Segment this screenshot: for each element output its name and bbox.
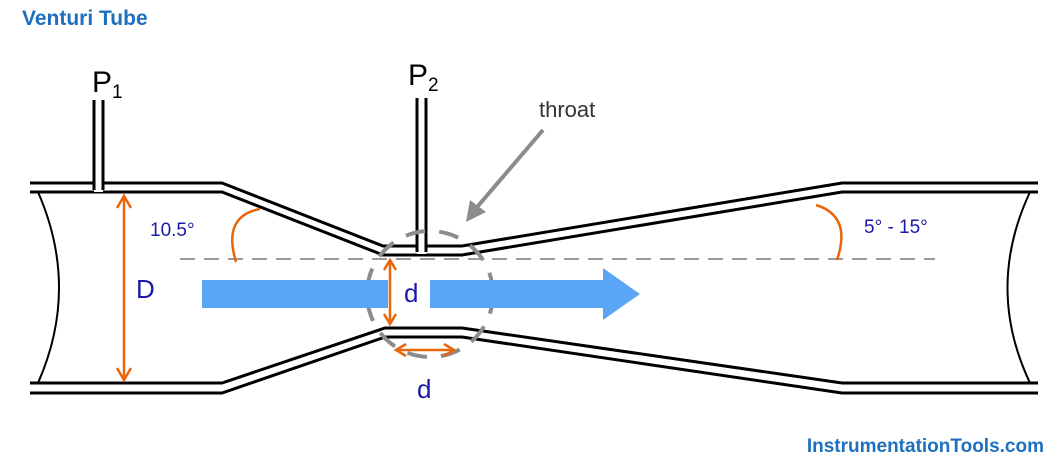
diagram-title: Venturi Tube	[22, 7, 148, 30]
outlet-angle-arc	[815, 203, 843, 261]
throat-pointer-arrow	[466, 128, 545, 222]
throat-diameter-dimension	[382, 257, 398, 327]
inlet-diameter-label: D	[136, 274, 155, 304]
pipe-bottom-wall	[30, 326, 1038, 395]
pressure-tap-p1	[92, 100, 105, 192]
inlet-angle-arc	[231, 207, 261, 263]
throat-diameter-label: d	[404, 278, 418, 308]
brand-watermark: InstrumentationTools.com	[806, 436, 1044, 457]
inlet-diameter-dimension	[115, 193, 133, 383]
pressure-tap-p2	[415, 98, 428, 254]
throat-label: throat	[539, 97, 595, 122]
flow-arrow	[202, 268, 640, 320]
inlet-opening	[37, 191, 60, 384]
inlet-angle-label: 10.5°	[150, 220, 195, 241]
outlet-opening	[1006, 191, 1031, 384]
p1-label: P1	[92, 66, 123, 103]
throat-length-label: d	[417, 374, 431, 404]
p2-label: P2	[408, 59, 439, 96]
outlet-angle-label: 5° - 15°	[864, 217, 928, 238]
throat-length-dimension	[393, 342, 457, 358]
